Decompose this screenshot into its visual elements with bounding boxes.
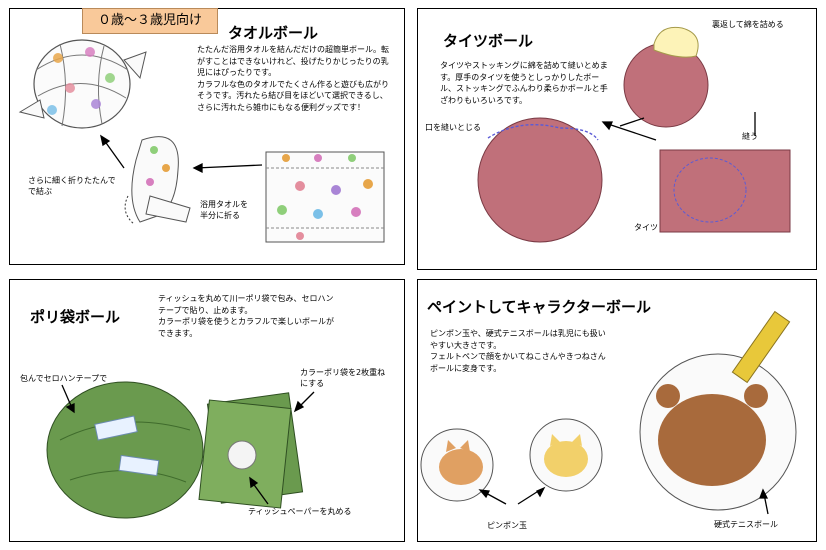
paint-label-tennis: 硬式テニスボール — [714, 520, 778, 529]
poly-ball-icon — [46, 381, 204, 519]
tights-arrows — [601, 112, 756, 141]
paint-arrows — [478, 486, 769, 515]
paint-label-pingpong: ピンポン玉 — [487, 521, 527, 530]
flat-towel-icon — [265, 151, 385, 243]
poly-bags-icon — [198, 392, 304, 509]
paint-ball-description: ピンポン玉や、硬式テニスボールは乳児にも扱いやすい大きさです。 フェルトペンで顔… — [430, 329, 606, 373]
towel-label-fold-tie: さらに細く折りたたんで で結ぶ — [28, 176, 116, 196]
cat-pingpong-icon — [529, 418, 603, 492]
tights-label-sew: 縫う — [742, 132, 758, 141]
towel-label-fold-half: 浴用タオルを 半分に折る — [200, 200, 248, 220]
felt-pen-icon — [731, 310, 791, 384]
poly-label-tissue: ティッシュペーパーを丸める — [248, 507, 352, 516]
rolled-towel-icon — [124, 136, 191, 225]
poly-label-double-bag: カラーポリ袋を2枚重ね にする — [300, 368, 386, 388]
paint-ball-title: ペイントしてキャラクターボール — [427, 298, 651, 316]
tights-label-stuff: 裏返して綿を詰める — [712, 20, 784, 29]
fox-pingpong-icon — [420, 428, 494, 502]
tights-label-tights: タイツ — [634, 223, 658, 232]
tights-label-sew-mouth: 口を縫いとじる — [425, 123, 481, 132]
stuffed-tights-icon — [623, 26, 709, 128]
poly-label-wrap: 包んでセロハンテープで — [20, 374, 108, 383]
knotted-towel-icon — [18, 39, 147, 129]
sewn-tights-ball-icon — [477, 117, 603, 243]
poly-bag-ball-description: ティッシュを丸めて川ーポリ袋で包み、セロハンテープで貼り、止めます。 カラーポリ… — [158, 294, 334, 338]
tights-ball-description: タイツやストッキングに綿を詰めて縫いとめます。厚手のタイツを使うとしっかりしたボ… — [440, 61, 608, 105]
tights-ball-title: タイツボール — [443, 32, 534, 50]
age-badge: ０歳～３歳児向け — [82, 8, 218, 34]
towel-ball-title: タオルボール — [228, 24, 319, 42]
poly-bag-ball-title: ポリ袋ボール — [30, 308, 121, 326]
bear-tennis-icon — [639, 353, 797, 511]
towel-arrows — [100, 134, 263, 174]
towel-ball-description: たたんだ浴用タオルを結んだだけの超簡単ボール。転がすことはできないけれど、投げた… — [197, 45, 389, 112]
poly-arrows — [61, 384, 315, 505]
tights-fabric-icon — [659, 149, 791, 233]
